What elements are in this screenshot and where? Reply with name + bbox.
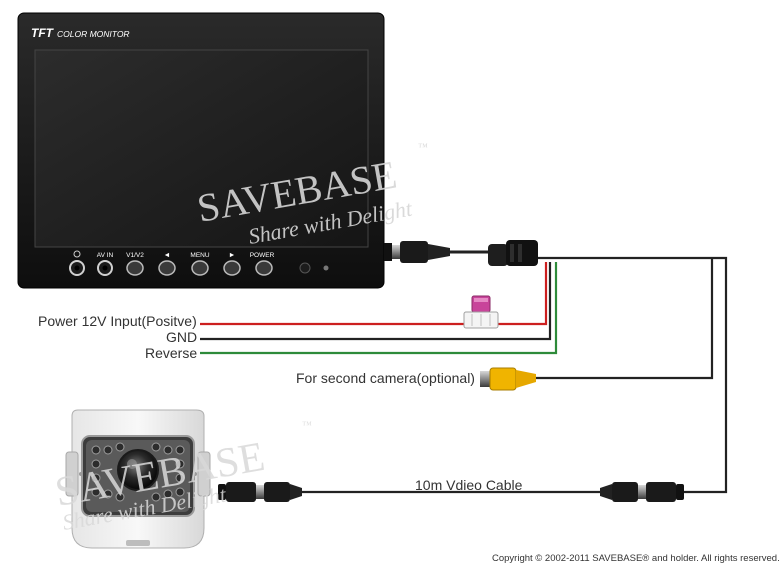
watermark-tm-top: ™ [418,142,428,153]
power-button[interactable] [255,260,273,276]
control-wires [200,256,728,494]
ir-leds [91,442,185,502]
extension-connector [600,482,684,502]
ir-sensor [299,262,311,274]
right-arrow-label: ► [229,252,236,259]
second-camera-wire [536,258,714,380]
camera-connector [218,482,302,502]
monitor-cable [384,241,495,263]
second-camera-label: For second camera(optional) [296,370,475,386]
backup-camera [65,409,211,549]
monitor-brand-tft: TFT [31,26,55,40]
left-button[interactable] [158,260,176,276]
reverse-label: Reverse [145,345,198,361]
av-in-jack [97,260,113,276]
right-button[interactable] [223,260,241,276]
power-wire-right [496,262,548,326]
v1-v2-button[interactable] [126,260,144,276]
gnd-wire [200,262,552,341]
earphone-jack [69,260,85,276]
headphone-jack-icon [73,250,81,258]
rca-connector [480,367,536,391]
video-cable-label: 10m Vdieo Cable [415,477,523,493]
wiring-diagram: TFT COLOR MONITOR AV IN V1/V2 ◄ MENU ► P… [17,12,728,549]
fuse-holder [463,295,499,329]
copyright-text: Copyright © 2002-2011 SAVEBASE® and hold… [492,553,780,564]
camera-lens [117,449,159,491]
power-led-icon [323,265,329,271]
monitor-brand-label: COLOR MONITOR [57,29,130,39]
cable-splitter [488,240,538,266]
left-arrow-label: ◄ [164,252,171,259]
menu-button[interactable] [191,260,209,276]
video-cable-right [536,256,728,494]
av-in-label: AV IN [97,252,114,259]
monitor-screen [34,49,369,248]
reverse-wire [200,262,558,355]
gnd-label: GND [166,329,198,345]
watermark-tm-bottom: ™ [302,420,312,431]
monitor: TFT COLOR MONITOR AV IN V1/V2 ◄ MENU ► P… [17,12,385,289]
menu-label: MENU [190,252,209,259]
v1-v2-label: V1/V2 [126,252,144,259]
power-label: POWER [250,252,275,259]
power-input-label: Power 12V Input(Positve) [38,313,197,329]
